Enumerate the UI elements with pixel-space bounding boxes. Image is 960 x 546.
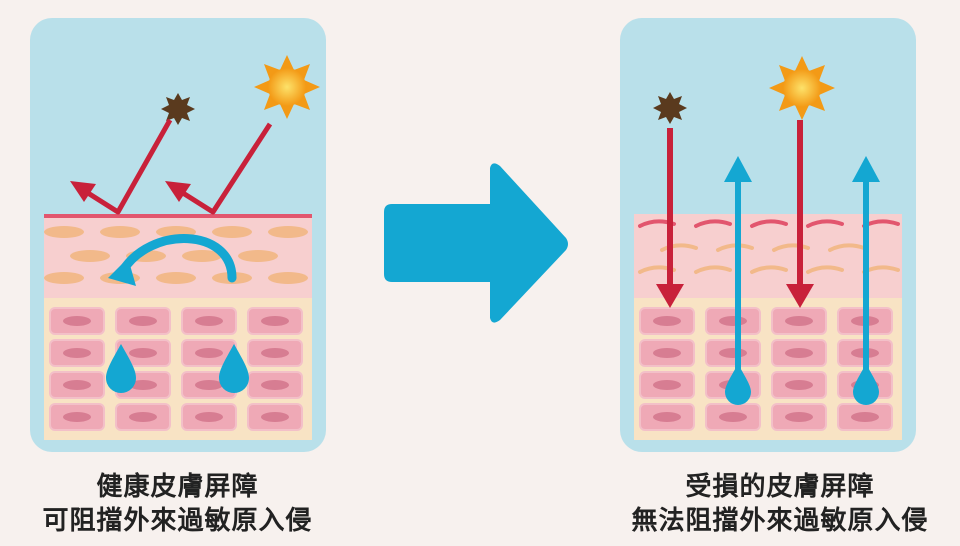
sun-icon [769, 56, 835, 120]
broken-lipid [828, 243, 866, 252]
caption-damaged: 受損的皮膚屏障 無法阻擋外來過敏原入侵 [600, 470, 960, 538]
cell-nucleus [129, 316, 157, 326]
lipid-lens [70, 250, 110, 262]
cell-nucleus [785, 412, 813, 422]
cell-nucleus [195, 380, 223, 390]
lipid-lens [212, 226, 252, 238]
allergen-icon [653, 92, 687, 124]
panel-damaged [620, 18, 916, 452]
lipid-lens [268, 272, 308, 284]
cell-nucleus [129, 412, 157, 422]
broken-lipid [772, 243, 810, 252]
broken-lipid [694, 219, 732, 228]
moisture-retention-arrow [117, 234, 237, 283]
cell-nucleus [851, 412, 879, 422]
cell-nucleus [719, 348, 747, 358]
cell-nucleus [261, 380, 289, 390]
caption-healthy-line2: 可阻擋外來過敏原入侵 [42, 506, 313, 536]
cell-nucleus [653, 412, 681, 422]
lipid-lens [44, 226, 84, 238]
cell-nucleus [719, 316, 747, 326]
lipid-lens [268, 226, 308, 238]
cell-nucleus [261, 316, 289, 326]
cell-nucleus [719, 412, 747, 422]
cell-nucleus [63, 412, 91, 422]
reflected-uv-arrowhead [165, 181, 191, 202]
cell-nucleus [785, 316, 813, 326]
cell-nucleus [653, 316, 681, 326]
reflected-allergen-arrowhead [70, 181, 96, 202]
cell-nucleus [653, 348, 681, 358]
cell-nucleus [195, 412, 223, 422]
cell-nucleus [653, 380, 681, 390]
lipid-lens [100, 226, 140, 238]
cell-nucleus [129, 348, 157, 358]
cell-nucleus [129, 380, 157, 390]
panel-healthy [30, 18, 326, 452]
broken-lipid [750, 219, 788, 228]
cell-nucleus [261, 412, 289, 422]
cell-nucleus [785, 380, 813, 390]
moisture-loss-arrowhead [724, 156, 752, 182]
penetrating-allergen-arrowhead [656, 284, 684, 308]
broken-lipid [660, 243, 698, 252]
cell-nucleus [195, 316, 223, 326]
water-drop-icon [219, 344, 249, 393]
broken-lipid [716, 243, 754, 252]
broken-lipid [806, 265, 844, 274]
moisture-retention-arrowhead [108, 258, 136, 286]
allergen-icon [161, 93, 195, 125]
water-drop-icon [725, 364, 751, 405]
caption-damaged-line2: 無法阻擋外來過敏原入侵 [631, 506, 929, 536]
lipid-lens [44, 272, 84, 284]
transition-arrow-icon [384, 163, 568, 323]
caption-healthy-line1: 健康皮膚屏障 [96, 472, 259, 502]
broken-lipid [750, 265, 788, 274]
cell-nucleus [785, 348, 813, 358]
caption-damaged-line1: 受損的皮膚屏障 [685, 472, 875, 502]
lipid-lens [238, 250, 278, 262]
sun-icon [254, 55, 320, 119]
reflected-uv-arrow [173, 122, 273, 215]
cell-nucleus [63, 348, 91, 358]
lipid-lens [156, 272, 196, 284]
water-drop-icon [853, 364, 879, 405]
broken-lipid [694, 265, 732, 274]
reflected-allergen-arrow [78, 118, 173, 215]
caption-healthy: 健康皮膚屏障 可阻擋外來過敏原入侵 [30, 470, 325, 538]
moisture-loss-arrowhead [852, 156, 880, 182]
penetrating-uv-arrowhead [786, 284, 814, 308]
cell-nucleus [63, 316, 91, 326]
water-drop-icon [106, 344, 136, 393]
cell-nucleus [195, 348, 223, 358]
cell-nucleus [63, 380, 91, 390]
lipid-lens [182, 250, 222, 262]
cell-nucleus [261, 348, 289, 358]
broken-lipid [806, 219, 844, 228]
